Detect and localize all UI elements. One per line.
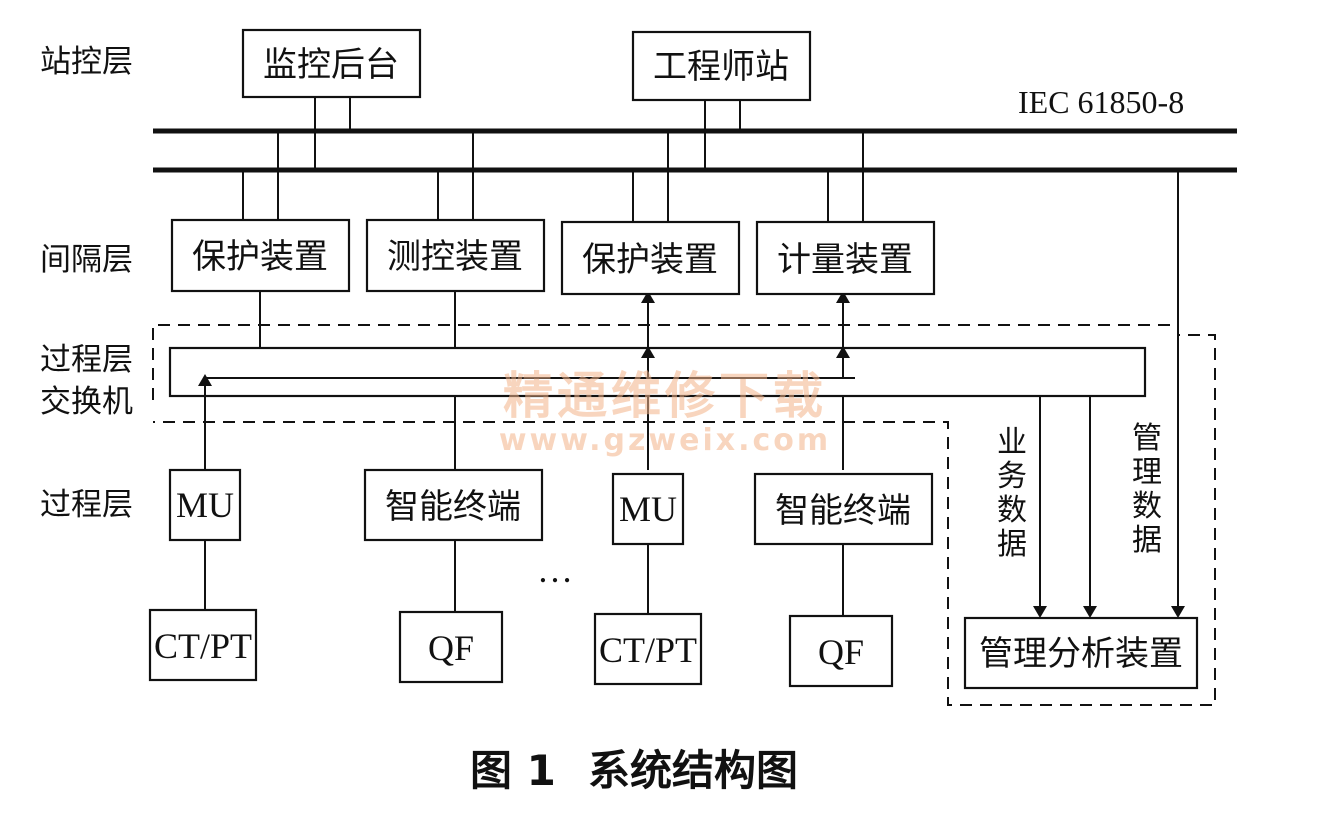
mu-1-label: MU bbox=[176, 485, 234, 525]
engineer-station-label: 工程师站 bbox=[653, 47, 789, 87]
bay-connections bbox=[242, 131, 864, 348]
process-connections bbox=[204, 396, 844, 616]
svg-text:据: 据 bbox=[1132, 523, 1162, 558]
smart-terminal-2-box bbox=[753, 472, 934, 546]
management-data-label: 管 理 数 据 bbox=[1132, 421, 1162, 558]
svg-text:业: 业 bbox=[997, 425, 1027, 460]
layer-label-process-switch-1: 过程层 bbox=[40, 342, 133, 378]
svg-text:管: 管 bbox=[1132, 421, 1162, 456]
watermark-url: www.gzweix.com bbox=[499, 423, 831, 458]
ctpt-1-label: CT/PT bbox=[154, 626, 252, 666]
ctpt-1-box bbox=[148, 608, 258, 682]
smart-terminal-1-label: 智能终端 bbox=[385, 487, 521, 527]
monitor-backend-label: 监控后台 bbox=[263, 45, 399, 85]
svg-text:理: 理 bbox=[1132, 455, 1162, 490]
protection-device-1-box bbox=[170, 218, 351, 293]
figure-title: 系统结构图 bbox=[588, 746, 798, 795]
layer-label-station: 站控层 bbox=[40, 44, 133, 80]
measure-control-box bbox=[365, 218, 546, 293]
svg-text:数: 数 bbox=[1132, 489, 1162, 524]
management-analysis-label: 管理分析装置 bbox=[979, 634, 1183, 674]
layer-label-process: 过程层 bbox=[40, 487, 133, 523]
station-connections bbox=[314, 97, 741, 170]
qf-2-box bbox=[788, 614, 894, 688]
process-network-dashed-boundary bbox=[152, 324, 1216, 706]
svg-text:据: 据 bbox=[997, 527, 1027, 562]
metering-device-box bbox=[755, 220, 936, 296]
figure-number: 图 1 bbox=[470, 746, 556, 795]
qf-1-box bbox=[398, 610, 504, 684]
business-data-label: 业 务 数 据 bbox=[997, 425, 1027, 562]
management-analysis-box bbox=[963, 616, 1199, 690]
management-arrows bbox=[1033, 170, 1185, 618]
ctpt-2-label: CT/PT bbox=[599, 630, 697, 670]
protection-device-2-box bbox=[560, 220, 741, 296]
svg-text:数: 数 bbox=[997, 493, 1027, 528]
measure-control-label: 测控装置 bbox=[387, 237, 523, 277]
process-switch-box bbox=[168, 346, 1147, 398]
protection-device-2-label: 保护装置 bbox=[582, 240, 718, 280]
qf-1-label: QF bbox=[428, 628, 474, 668]
smart-terminal-2-label: 智能终端 bbox=[775, 491, 911, 531]
iec-protocol-label: IEC 61850-8 bbox=[1018, 84, 1184, 120]
watermark-chinese: 精通维修下载 bbox=[503, 367, 827, 425]
ctpt-2-box bbox=[593, 612, 703, 686]
mu-2-box bbox=[611, 472, 685, 546]
smart-terminal-1-box bbox=[363, 468, 544, 542]
metering-device-label: 计量装置 bbox=[777, 240, 913, 280]
qf-2-label: QF bbox=[818, 632, 864, 672]
ellipsis-marker: … bbox=[537, 550, 573, 590]
layer-label-bay: 间隔层 bbox=[40, 242, 133, 278]
monitor-backend-box bbox=[241, 28, 422, 99]
mu-1-box bbox=[168, 468, 242, 542]
svg-text:务: 务 bbox=[997, 459, 1027, 494]
engineer-station-box bbox=[631, 30, 812, 102]
layer-label-process-switch-2: 交换机 bbox=[40, 384, 133, 420]
protection-device-1-label: 保护装置 bbox=[192, 237, 328, 277]
mu-2-label: MU bbox=[619, 489, 677, 529]
data-flow-arrows bbox=[198, 291, 850, 470]
